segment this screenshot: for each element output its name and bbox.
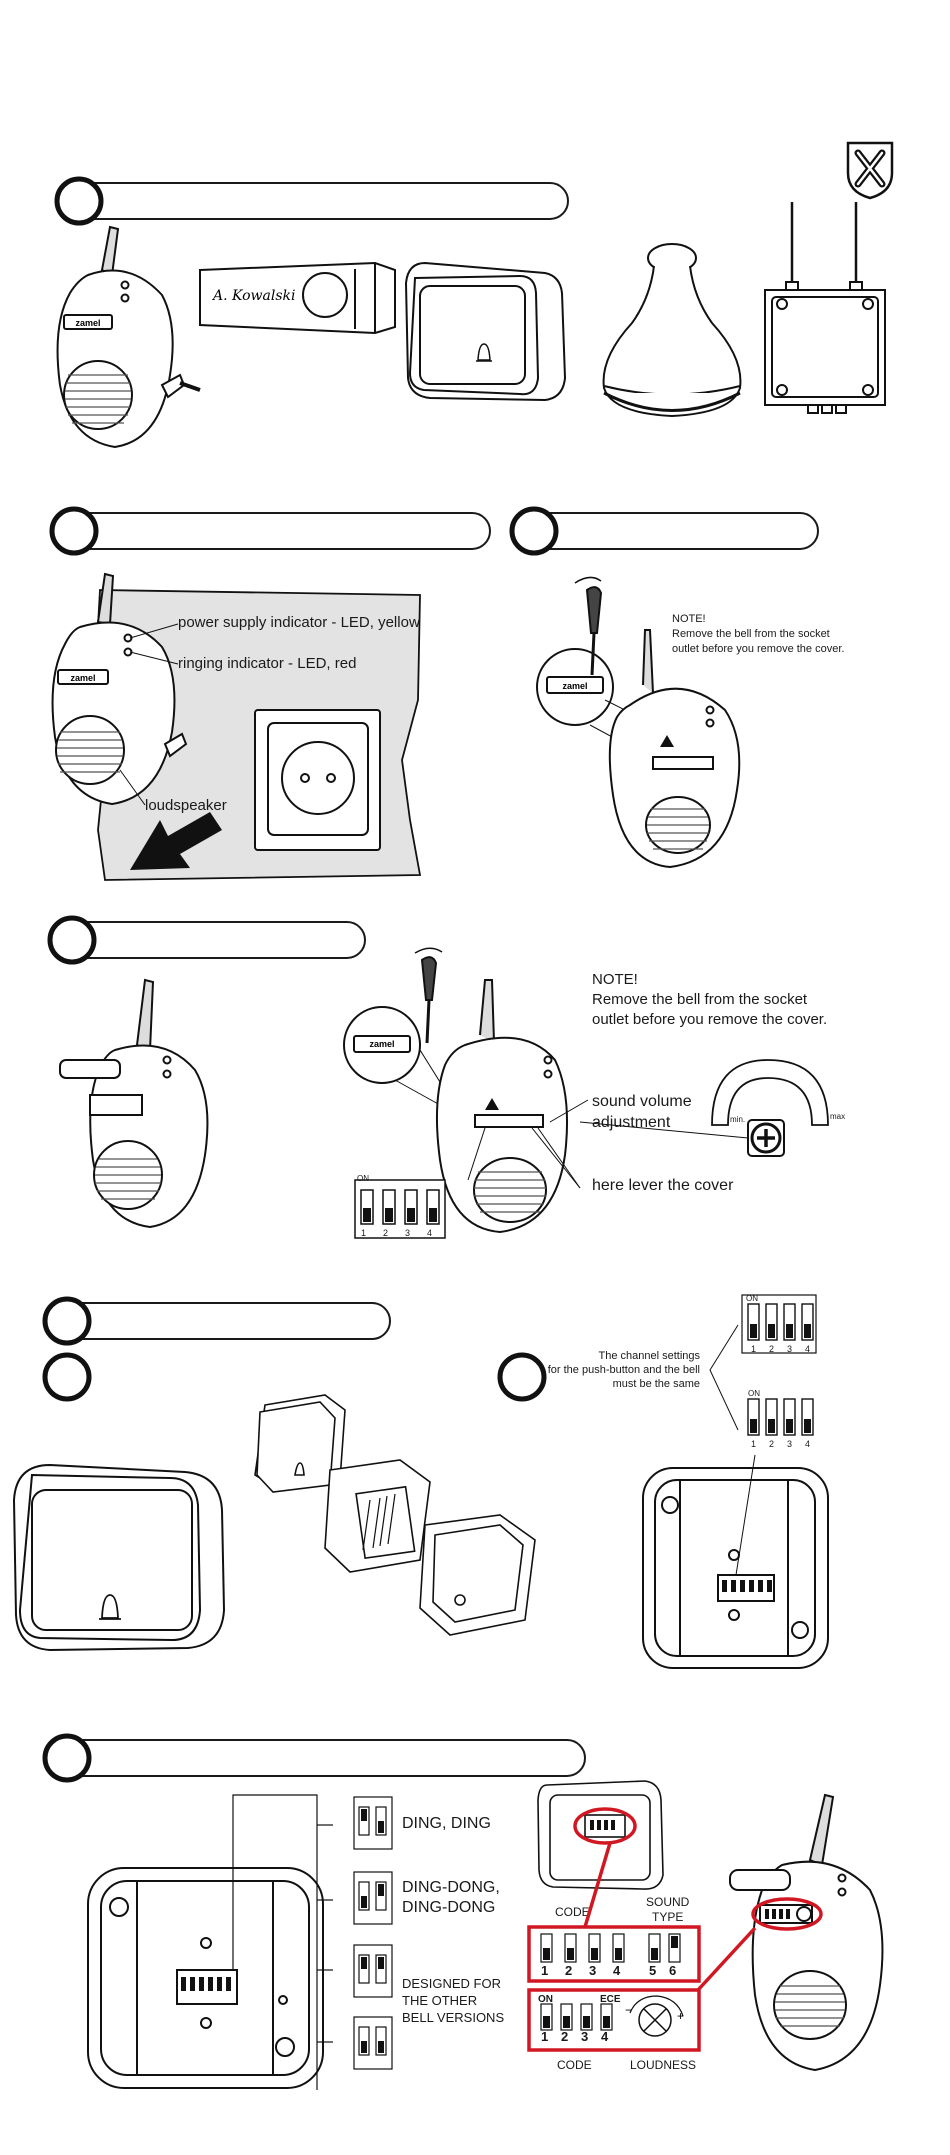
bell-receiver-illustration: zamel (56, 225, 201, 449)
exploded-pushbutton-illustration (254, 1394, 536, 1636)
brand-label: zamel (75, 318, 100, 328)
max-label: max (830, 1112, 846, 1121)
brand-label-3: zamel (562, 681, 587, 691)
dip-switch-5a (741, 1294, 817, 1354)
radio-box-illustration (764, 202, 886, 414)
dip4b-n3: 3 (581, 2029, 589, 2044)
dip4-n2: 2 (383, 1228, 389, 1238)
volume-label-1: sound volume (592, 1093, 692, 1110)
loudness-label: LOUDNESS (630, 2058, 697, 2072)
volume-knob-illustration (579, 1059, 829, 1157)
on-label-6: ON (538, 1994, 553, 2005)
sound-type-label-1: SOUND (646, 1895, 690, 1909)
note-line2-4: outlet before you remove the cover. (592, 1011, 828, 1028)
dip5a-n4: 4 (805, 1344, 811, 1354)
power-led-label: power supply indicator - LED, yellow (178, 614, 420, 631)
dip6-n4: 4 (613, 1963, 621, 1978)
sound-type-bracket (232, 1794, 333, 2090)
bell-icon (476, 343, 492, 362)
industrial-bell-illustration (602, 243, 742, 418)
svg-text:−: − (625, 2003, 632, 2017)
bell-back-illustration (87, 1867, 324, 2089)
note-line1-3: Remove the bell from the socket (672, 628, 830, 640)
code-label-2: CODE (557, 2058, 592, 2072)
channel-note-2: for the push-button and the bell (547, 1364, 700, 1376)
brand-label-4: zamel (369, 1039, 394, 1049)
dip6-n5: 5 (649, 1963, 657, 1978)
bell-icon-2 (99, 1594, 121, 1620)
dingdong-label-2: DING-DONG (402, 1899, 496, 1916)
channel-bracket (709, 1324, 739, 1431)
note-line1-4: Remove the bell from the socket (592, 991, 808, 1008)
note-title-4: NOTE! (592, 971, 638, 988)
dip5a-on: ON (746, 1294, 758, 1303)
code-loudness-box: − + (527, 1988, 701, 2052)
dip5a-n1: 1 (751, 1344, 757, 1354)
dip4-on-label: ON (357, 1174, 369, 1183)
dip5b-n4: 4 (805, 1439, 811, 1449)
channel-note-3: must be the same (612, 1378, 700, 1390)
other-label-1: DESIGNED FOR (402, 1976, 501, 1991)
dip6-n6: 6 (669, 1963, 677, 1978)
dip56-set (353, 1796, 393, 2070)
receiver-section2-illustration: zamel (51, 572, 188, 806)
screwdriver-icon (585, 586, 603, 634)
dip-switch-4 (354, 1179, 446, 1239)
dip-switch-5b (747, 1398, 814, 1436)
volume-label-2: adjustment (592, 1114, 671, 1131)
dip5b-on: ON (748, 1389, 760, 1398)
lever-label: here lever the cover (592, 1177, 734, 1194)
pushbutton-back-small (537, 1780, 664, 1890)
dip4b-n1: 1 (541, 2029, 549, 2044)
open-bell-illustration (59, 978, 209, 1229)
other-label-2: THE OTHER (402, 1993, 478, 2008)
dip5b-n1: 1 (751, 1439, 757, 1449)
brand-label-2: zamel (70, 673, 95, 683)
code-label: CODE (555, 1905, 590, 1919)
dip4b-n2: 2 (561, 2029, 569, 2044)
dip5a-n2: 2 (769, 1344, 775, 1354)
bell-right-illustration (729, 1793, 884, 2072)
arrow-icon (130, 812, 222, 870)
cover-removal-illustration: zamel (536, 576, 741, 869)
loudspeaker-label: loudspeaker (145, 797, 227, 814)
x-shield-icon (846, 141, 894, 200)
min-label: min. (730, 1115, 746, 1124)
code-soundtype-box (527, 1925, 701, 1983)
channel-note-1: The channel settings (598, 1350, 700, 1362)
square-pushbutton-illustration (404, 261, 567, 402)
dip5b-n3: 3 (787, 1439, 793, 1449)
dip6-n2: 2 (565, 1963, 573, 1978)
note-line2-3: outlet before you remove the cover. (672, 643, 845, 655)
dip6-n1: 1 (541, 1963, 549, 1978)
screwdriver-icon-2 (420, 956, 438, 1001)
pushbutton-back-illustration (642, 1454, 829, 1669)
ringing-led-label: ringing indicator - LED, red (178, 655, 357, 672)
nameplate-text: A. Kowalski (211, 288, 295, 304)
volume-bell-illustration: zamel (343, 947, 589, 1234)
nameplate-pushbutton-illustration: A. Kowalski (199, 261, 396, 335)
other-label-3: BELL VERSIONS (402, 2010, 505, 2025)
note-title-3: NOTE! (672, 613, 706, 625)
pushbutton-large-illustration (12, 1463, 226, 1652)
sound-type-label-2: TYPE (652, 1910, 684, 1924)
dip5b-n2: 2 (769, 1439, 775, 1449)
dip4-n3: 3 (405, 1228, 411, 1238)
dip4-n4: 4 (427, 1228, 433, 1238)
svg-text:+: + (677, 2009, 684, 2023)
dingdong-label-1: DING-DONG, (402, 1879, 500, 1896)
ding-ding-label: DING, DING (402, 1815, 491, 1832)
dip5a-n3: 3 (787, 1344, 793, 1354)
ece-label: ECE (600, 1994, 621, 2005)
dip4-n1: 1 (361, 1228, 367, 1238)
dip4b-n4: 4 (601, 2029, 609, 2044)
dip6-n3: 3 (589, 1963, 597, 1978)
